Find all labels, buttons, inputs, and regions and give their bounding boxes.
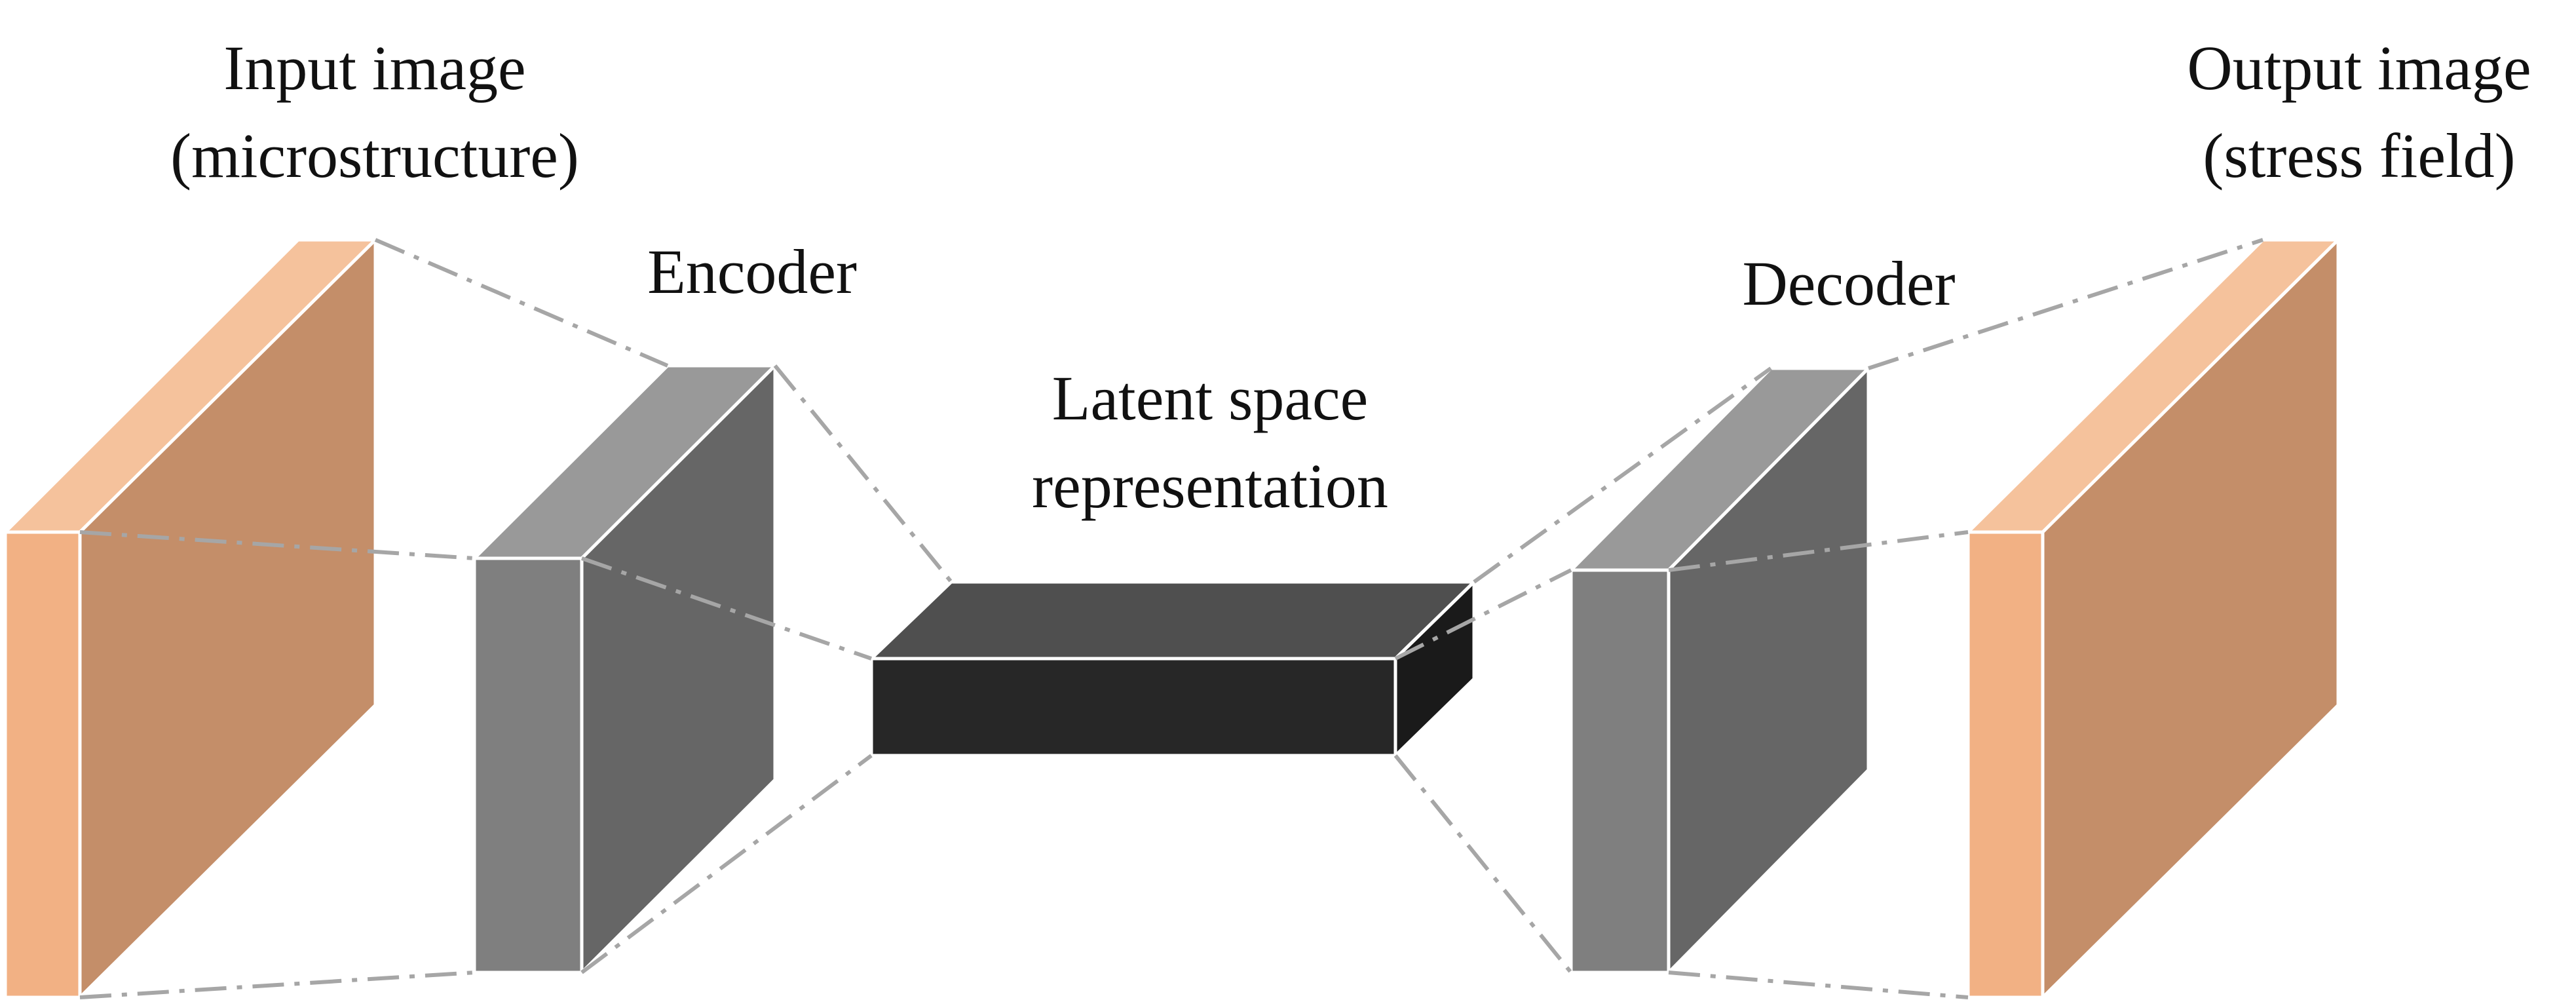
connector-line (1868, 238, 2263, 370)
labels: Input image (microstructure) Encoder Lat… (170, 33, 2531, 521)
encoder-label: Encoder (647, 237, 857, 307)
connector-line (580, 754, 873, 974)
output-image-title: Output image (2187, 33, 2531, 103)
decoder-front-face (1569, 568, 1671, 974)
input-image-title: Input image (223, 33, 525, 103)
connector-line (374, 238, 669, 368)
connector-line (773, 364, 953, 583)
connector-lines (79, 238, 2263, 999)
encoder-block (472, 364, 777, 974)
input-image-subtitle: (microstructure) (170, 121, 579, 191)
latent-front-face (869, 657, 1397, 758)
encoder-front-face (472, 556, 584, 974)
connector-line (1473, 366, 1772, 584)
connector-line (1393, 754, 1573, 974)
input-image-block (3, 238, 377, 999)
connector-line (1668, 971, 1969, 999)
output-image-block (1966, 238, 2340, 999)
latent-space-subtitle: representation (1032, 451, 1388, 521)
connector-line (581, 556, 872, 661)
connector-line (1668, 530, 1969, 572)
latent-top-face (869, 580, 1476, 661)
connector-line (79, 971, 475, 999)
decoder-block (1569, 366, 1870, 974)
latent-space-title: Latent space (1052, 363, 1368, 433)
output-image-subtitle: (stress field) (2203, 121, 2515, 191)
connector-line (79, 530, 475, 560)
latent-space-block (869, 580, 1476, 758)
output-image-front-face (1966, 530, 2045, 999)
decoder-label: Decoder (1742, 248, 1955, 318)
input-image-front-face (3, 530, 82, 999)
